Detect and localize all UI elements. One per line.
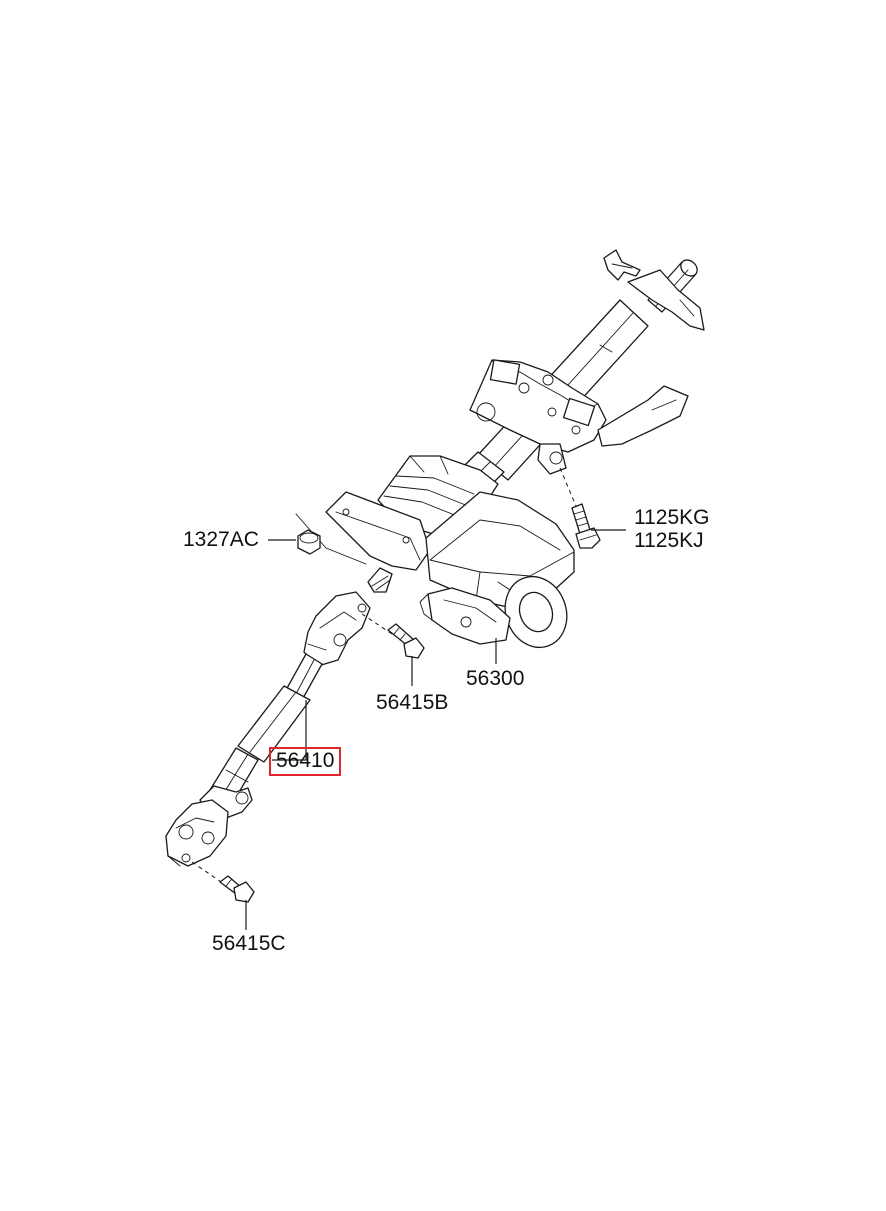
bolt-1125 [559, 467, 601, 549]
part-label-1327ac[interactable]: 1327AC [183, 528, 259, 551]
part-label-56415c[interactable]: 56415C [212, 932, 286, 955]
part-label-1125kg[interactable]: 1125KG [634, 506, 710, 529]
intermediate-shaft [165, 591, 371, 867]
top-bracket [603, 249, 705, 331]
nut-1327 [295, 513, 367, 565]
tilt-lever [597, 385, 689, 447]
bolt-56415b [361, 613, 425, 659]
leader-lines [245, 529, 626, 930]
mounting-bracket [469, 359, 607, 475]
part-label-56415b[interactable]: 56415B [376, 691, 449, 714]
part-label-1125kj[interactable]: 1125KJ [634, 529, 704, 552]
part-label-56410[interactable]: 56410 [269, 747, 342, 776]
bolt-56415c [191, 861, 255, 903]
part-label-56300[interactable]: 56300 [466, 667, 525, 690]
column-housing [325, 455, 575, 649]
